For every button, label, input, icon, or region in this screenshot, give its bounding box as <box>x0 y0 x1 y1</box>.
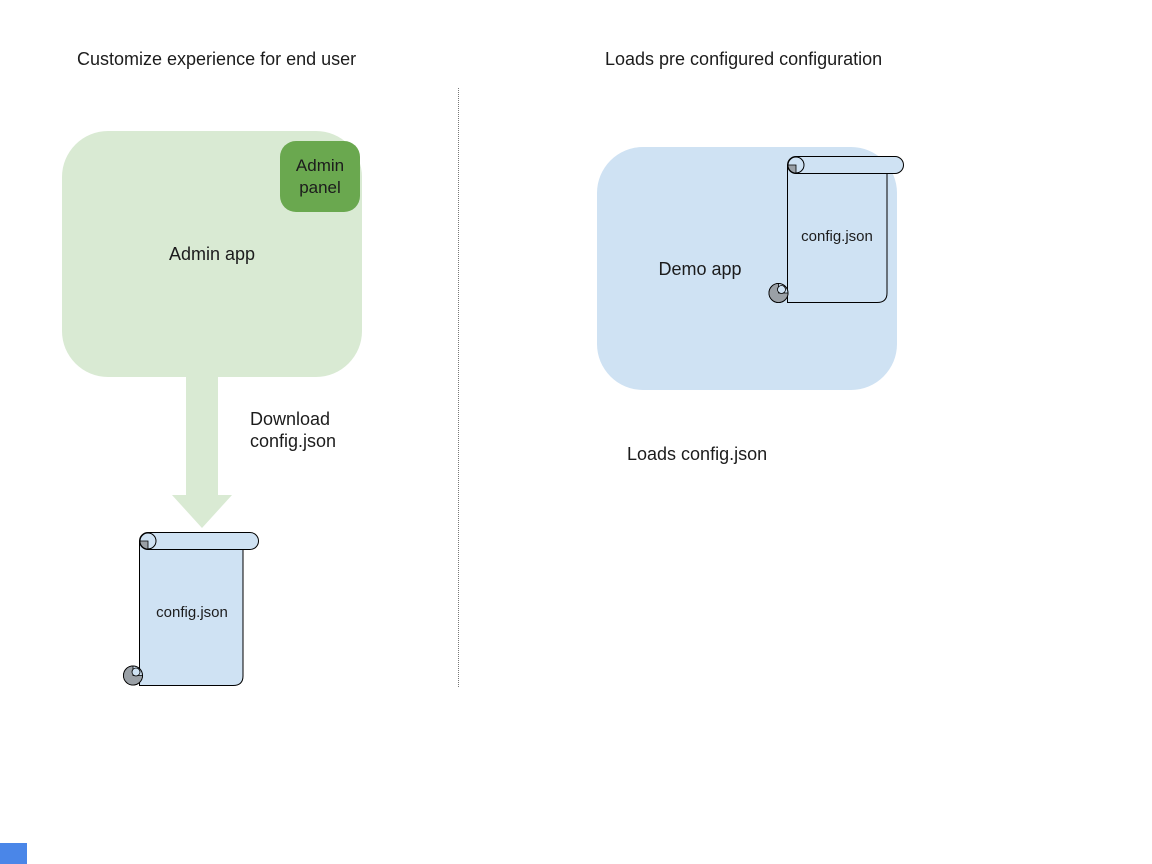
admin-app-label: Admin app <box>168 244 256 264</box>
config-json-label-right: config.json <box>801 228 873 245</box>
admin-panel-label: Admin panel <box>295 155 345 197</box>
section-divider-line <box>458 88 459 687</box>
loads-config-caption: Loads config.json <box>627 444 768 464</box>
right-section-title: Loads pre configured configuration <box>605 49 883 69</box>
download-caption: Download config.json <box>250 409 337 451</box>
config-json-scroll-left <box>123 532 259 686</box>
config-json-label-left: config.json <box>156 604 228 621</box>
config-json-scroll-right <box>768 156 904 303</box>
demo-app-label: Demo app <box>658 259 742 279</box>
corner-accent-square <box>0 843 27 864</box>
admin-panel-box: Admin panel <box>280 141 360 212</box>
down-arrow-icon <box>172 377 232 528</box>
left-section-title: Customize experience for end user <box>77 49 357 69</box>
